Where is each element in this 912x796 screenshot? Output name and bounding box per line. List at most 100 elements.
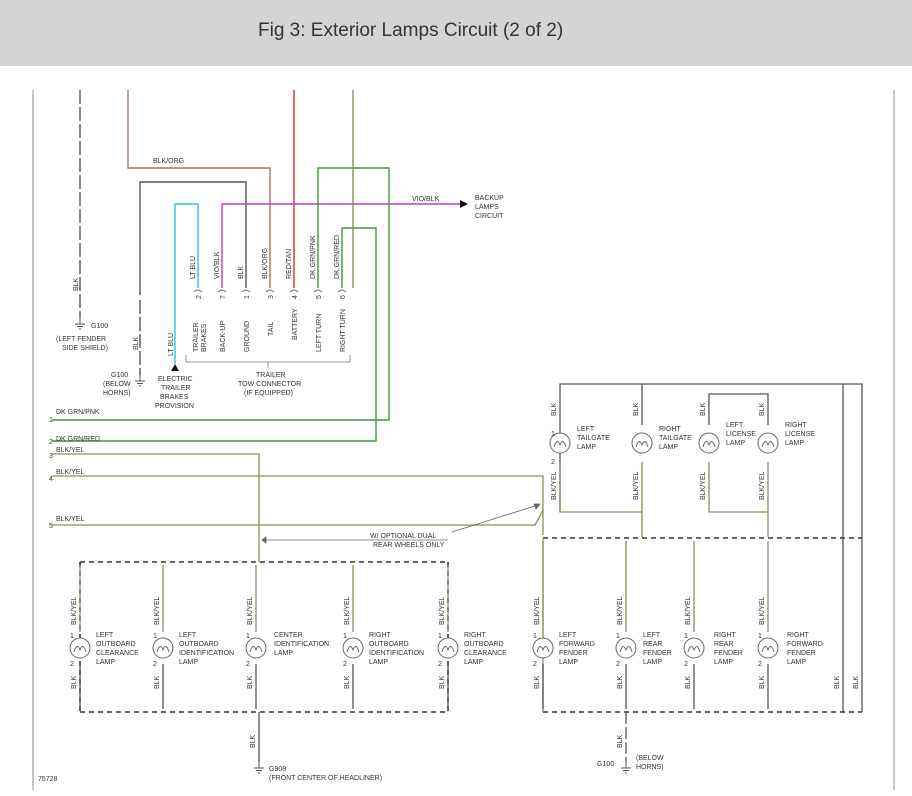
vio-blk-wire (221, 203, 460, 288)
ll1-bot: BLK (154, 675, 161, 689)
ul3-top: BLK (759, 402, 766, 416)
ll4-n4: LAMP (464, 659, 483, 666)
ll6-n1: LEFT (643, 632, 661, 639)
page-title: Fig 3: Exterior Lamps Circuit (2 of 2) (258, 20, 564, 41)
ll0-n1: LEFT (96, 632, 114, 639)
bulb-icon-left-forward-fender (532, 637, 554, 659)
connector-bracket (185, 355, 351, 368)
ll4-n2: OUTBOARD (464, 641, 504, 648)
ll2-n1: CENTER (274, 632, 303, 639)
note-2: REAR WHEELS ONLY (373, 542, 445, 549)
bulb-icon-right-outboard-id (342, 637, 364, 659)
ll8-n4: LAMP (787, 659, 806, 666)
ul1-top: BLK (633, 402, 640, 416)
ll7-n2: REAR (714, 641, 733, 648)
pin-num-1: 7 (220, 295, 227, 299)
ll4-pt: 1 (438, 633, 442, 640)
ll5-n4: LAMP (559, 659, 578, 666)
ll2-n2: IDENTIFICATION (274, 641, 329, 648)
ll7-n4: LAMP (714, 659, 733, 666)
pin-num-3: 3 (268, 295, 275, 299)
g100-bottom-desc-1: (BELOW (636, 755, 664, 762)
ll7-bot: BLK (685, 675, 692, 689)
pin-func-0a: TRAILER (193, 322, 200, 352)
ul2-top: BLK (700, 402, 707, 416)
feed-label-3: BLK/YEL (56, 447, 85, 454)
bulb-icon-left-tailgate (549, 432, 571, 454)
ll1-n2: OUTBOARD (179, 641, 219, 648)
ll4-n3: CLEARANCE (464, 650, 507, 657)
ul2-bottom: BLK/YEL (700, 471, 707, 500)
pin-num-4: 4 (292, 295, 299, 299)
pin-wire-4: RED/TAN (286, 249, 293, 279)
pin-wire-1: VIO/BLK (214, 251, 221, 279)
feed-num-2: 2 (49, 439, 53, 446)
connector-name-1: TRAILER (256, 372, 286, 379)
note-arrows (261, 503, 541, 544)
ul0-top: BLK (551, 402, 558, 416)
ll8-n1: RIGHT (787, 632, 810, 639)
ll3-n2: OUTBOARD (369, 641, 409, 648)
etb-4: PROVISION (155, 403, 194, 410)
ll0-bot: BLK (71, 675, 78, 689)
ll5-n3: FENDER (559, 650, 588, 657)
label-backup-3: CIRCUIT (475, 213, 504, 220)
header-bar: Fig 3: Exterior Lamps Circuit (2 of 2) (0, 0, 912, 66)
ul0-pin-top: 1 (551, 431, 555, 438)
ground-icon-g100-horns (135, 375, 145, 387)
pin-func-0b: BRAKES (201, 323, 208, 352)
bulb-icon-right-outboard-clearance (437, 637, 459, 659)
ll3-n1: RIGHT (369, 632, 392, 639)
g908-label: G908 (269, 766, 286, 773)
pin-num-2: 1 (244, 295, 251, 299)
bulb-icon-left-outboard-id (152, 637, 174, 659)
ll4-pb: 2 (438, 661, 442, 668)
bulb-icon-right-license (757, 432, 779, 454)
bulb-icon-right-rear-fender (683, 637, 705, 659)
ll4-top: BLK/YEL (439, 596, 446, 625)
ul3-n3: LAMP (785, 440, 804, 447)
g100b-label-2: (BELOW (103, 381, 131, 388)
connector-pins (193, 289, 347, 293)
pin-wire-0: LT BLU (190, 256, 197, 279)
ground-icons (75, 318, 631, 774)
ul1-bottom: BLK/YEL (633, 471, 640, 500)
ul0-n1: LEFT (577, 426, 595, 433)
feed-label-5: BLK/YEL (56, 516, 85, 523)
dk-grn-pnk-wire (52, 167, 390, 421)
ll5-pt: 1 (533, 633, 537, 640)
feed-num-4: 4 (49, 476, 53, 483)
ll1-pt: 1 (153, 633, 157, 640)
g100b-wire-label: BLK (133, 336, 140, 350)
pin-wire-5: DK GRN/PNK (310, 235, 317, 279)
lt-blu-wire (174, 203, 199, 364)
ll6-pb: 2 (616, 661, 620, 668)
ll8-pb: 2 (758, 661, 762, 668)
ll6-bot: BLK (617, 675, 624, 689)
ul0-bottom: BLK/YEL (551, 471, 558, 500)
diagram-frame (32, 90, 895, 790)
backup-arrow-icon (460, 200, 468, 208)
bulb-icon-left-outboard-clearance (69, 637, 91, 659)
ll5-top: BLK/YEL (534, 596, 541, 625)
ll0-n2: OUTBOARD (96, 641, 136, 648)
g100-desc-1: (LEFT FENDER (56, 336, 106, 343)
ll5-n2: FORWARD (559, 641, 595, 648)
ll8-n3: FENDER (787, 650, 816, 657)
ll0-pb: 2 (70, 661, 74, 668)
ll3-n3: IDENTIFICATION (369, 650, 424, 657)
connector-name-2: TOW CONNECTOR (238, 381, 301, 388)
g100-bottom-wire: BLK (617, 734, 624, 748)
ll8-top: BLK/YEL (759, 596, 766, 625)
ll7-pt: 1 (684, 633, 688, 640)
left-grounds (79, 90, 141, 375)
ll1-n1: LEFT (179, 632, 197, 639)
ul1-n1: RIGHT (659, 426, 682, 433)
figure-id: 75728 (38, 776, 58, 783)
pin-wire-6: DK GRN/RED (334, 235, 341, 279)
feed-label-2: DK GRN/RED (56, 436, 100, 443)
ll3-pb: 2 (343, 661, 347, 668)
label-vio-blk-top: VIO/BLK (412, 196, 440, 203)
pin-func-3: TAIL (268, 322, 275, 336)
pin-func-5: LEFT TURN (316, 314, 323, 352)
